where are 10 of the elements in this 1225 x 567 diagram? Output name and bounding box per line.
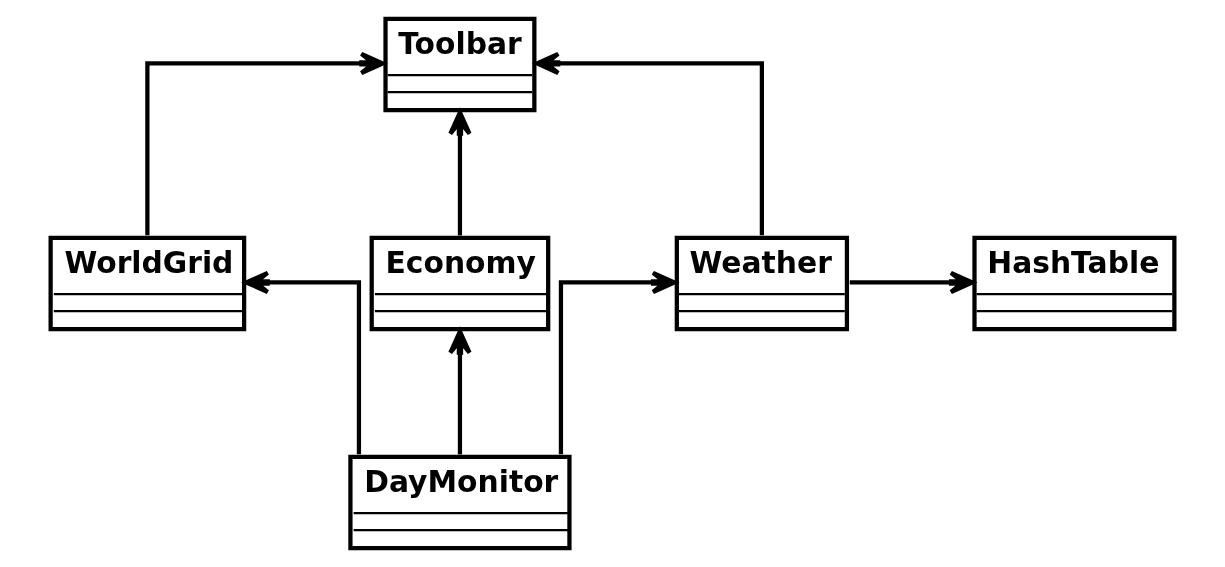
arrow [448, 110, 472, 236]
arrow [534, 51, 764, 236]
arrow [244, 270, 362, 455]
arrow [558, 270, 677, 455]
node-box: Weather [674, 235, 850, 332]
arrow [448, 329, 472, 455]
node-box: Toolbar [383, 16, 537, 113]
arrow [145, 51, 385, 236]
node-box: HashTable [972, 235, 1177, 332]
arrow [849, 270, 975, 295]
